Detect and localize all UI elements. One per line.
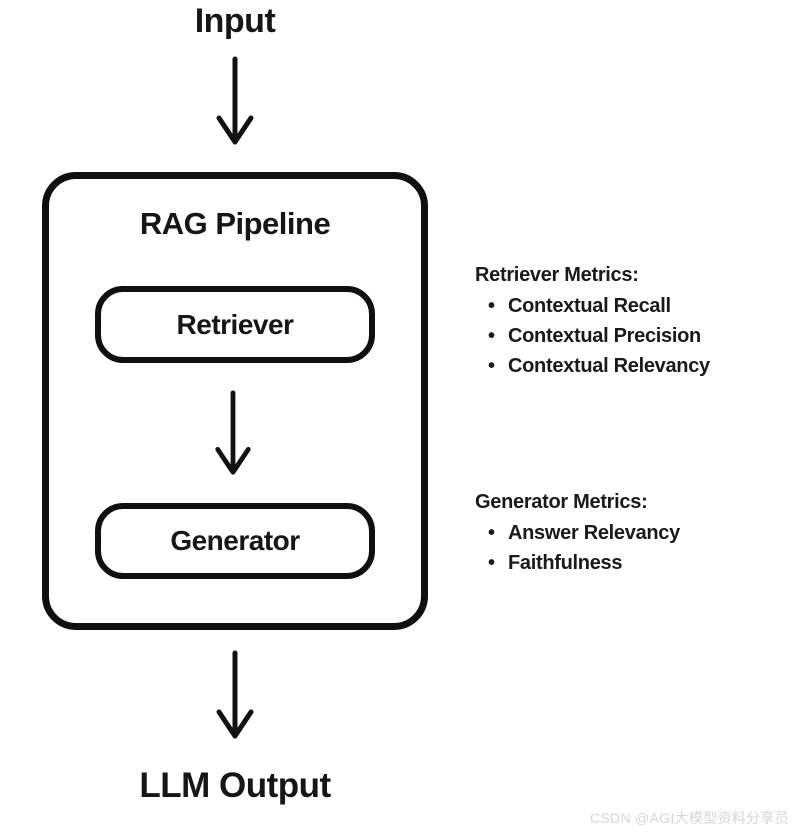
- retriever-node-label: Retriever: [176, 308, 294, 340]
- retriever-metrics-section: Retriever Metrics: Contextual Recall Con…: [475, 263, 793, 381]
- pipeline-title: RAG Pipeline: [139, 206, 331, 241]
- generator-metrics-section: Generator Metrics: Answer Relevancy Fait…: [475, 490, 793, 578]
- generator-metrics-list: Answer Relevancy Faithfulness: [475, 518, 793, 578]
- generator-node-label: Generator: [170, 525, 300, 556]
- retriever-node: Retriever: [95, 286, 375, 363]
- metric-item: Answer Relevancy: [475, 518, 793, 548]
- input-label: Input: [194, 2, 276, 40]
- generator-node: Generator: [95, 503, 375, 579]
- arrow-down-icon: [211, 390, 255, 478]
- retriever-metrics-list: Contextual Recall Contextual Precision C…: [475, 291, 793, 381]
- generator-metrics-heading: Generator Metrics:: [475, 491, 648, 513]
- metric-item: Contextual Precision: [475, 321, 793, 351]
- retriever-metrics-heading: Retriever Metrics:: [475, 264, 639, 286]
- watermark: CSDN @AGI大模型资料分享员: [590, 810, 789, 826]
- llm-output-label: LLM Output: [139, 766, 331, 805]
- metric-item: Faithfulness: [475, 548, 793, 578]
- arrow-down-icon: [213, 650, 257, 742]
- metric-item: Contextual Relevancy: [475, 351, 793, 381]
- metric-item: Contextual Recall: [475, 291, 793, 321]
- arrow-down-icon: [213, 56, 257, 148]
